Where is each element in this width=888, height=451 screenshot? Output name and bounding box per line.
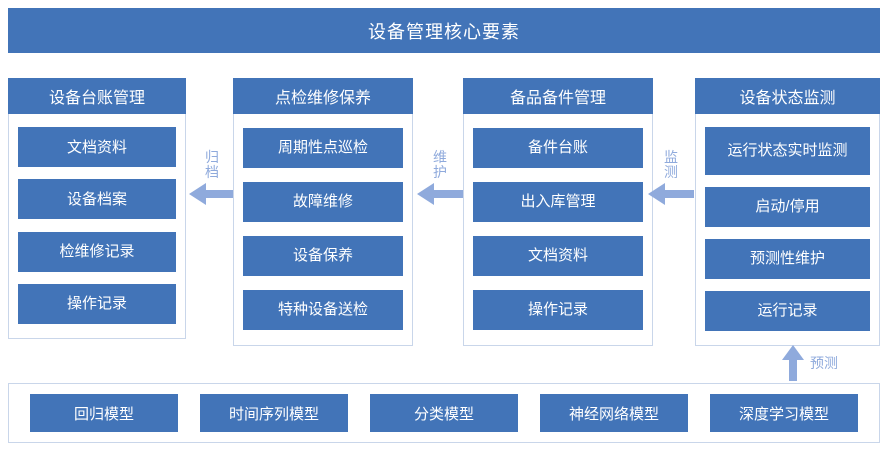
column-header: 设备台账管理 (8, 78, 186, 114)
model-item[interactable]: 深度学习模型 (710, 394, 858, 432)
column-status-monitoring: 设备状态监测 运行状态实时监测 启动/停用 预测性维护 运行记录 (695, 78, 880, 346)
column-spare-parts: 备品备件管理 备件台账 出入库管理 文档资料 操作记录 (463, 78, 653, 346)
arrow-predict: 预测 (782, 345, 838, 381)
column-item[interactable]: 故障维修 (243, 182, 403, 222)
arrow-left-icon (417, 183, 463, 206)
column-body: 备件台账 出入库管理 文档资料 操作记录 (464, 114, 652, 345)
arrow-label: 归档 (205, 149, 219, 180)
arrow-left-icon (648, 183, 694, 206)
arrow-label: 监测 (664, 149, 678, 180)
column-body: 运行状态实时监测 启动/停用 预测性维护 运行记录 (696, 114, 879, 345)
column-item[interactable]: 周期性点巡检 (243, 128, 403, 168)
column-item[interactable]: 设备保养 (243, 236, 403, 276)
arrow-left-icon (189, 183, 235, 206)
page-title: 设备管理核心要素 (8, 8, 880, 53)
column-item[interactable]: 文档资料 (18, 127, 176, 168)
column-item[interactable]: 特种设备送检 (243, 290, 403, 330)
column-equipment-ledger: 设备台账管理 文档资料 设备档案 检维修记录 操作记录 (8, 78, 186, 339)
column-item[interactable]: 运行记录 (705, 291, 870, 331)
column-item[interactable]: 文档资料 (473, 236, 643, 276)
column-header: 备品备件管理 (463, 78, 653, 114)
model-item[interactable]: 回归模型 (30, 394, 178, 432)
arrow-monitoring: 监测 (645, 149, 697, 206)
column-item[interactable]: 出入库管理 (473, 182, 643, 222)
column-item[interactable]: 备件台账 (473, 128, 643, 168)
column-item[interactable]: 预测性维护 (705, 239, 870, 279)
column-header: 设备状态监测 (695, 78, 880, 114)
model-item[interactable]: 神经网络模型 (540, 394, 688, 432)
column-header: 点检维修保养 (233, 78, 413, 114)
model-bar: 回归模型 时间序列模型 分类模型 神经网络模型 深度学习模型 (8, 383, 880, 443)
column-item[interactable]: 运行状态实时监测 (705, 127, 870, 175)
model-item[interactable]: 分类模型 (370, 394, 518, 432)
model-item[interactable]: 时间序列模型 (200, 394, 348, 432)
arrow-maintenance: 维护 (414, 149, 466, 206)
arrow-label: 维护 (433, 149, 447, 180)
arrow-label: 预测 (810, 355, 838, 371)
column-item[interactable]: 检维修记录 (18, 231, 176, 272)
column-body: 周期性点巡检 故障维修 设备保养 特种设备送检 (234, 114, 412, 345)
arrow-archive: 归档 (186, 149, 238, 206)
column-body: 文档资料 设备档案 检维修记录 操作记录 (9, 114, 185, 338)
column-item[interactable]: 启动/停用 (705, 187, 870, 227)
column-item[interactable]: 操作记录 (18, 283, 176, 324)
arrow-up-icon (782, 345, 804, 381)
column-item[interactable]: 设备档案 (18, 179, 176, 220)
column-item[interactable]: 操作记录 (473, 290, 643, 330)
column-inspection-maintenance: 点检维修保养 周期性点巡检 故障维修 设备保养 特种设备送检 (233, 78, 413, 346)
